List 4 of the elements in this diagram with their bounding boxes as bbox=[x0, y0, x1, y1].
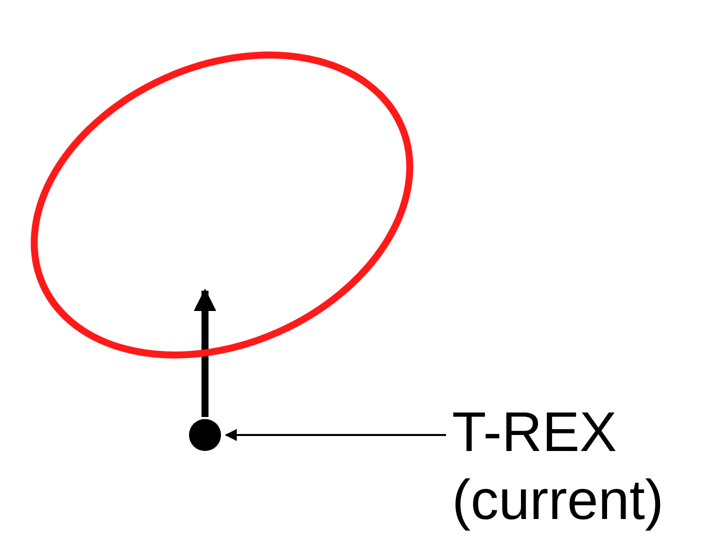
arrow bbox=[194, 288, 216, 417]
dot-marker bbox=[188, 418, 222, 452]
text-label: T-REX (current) bbox=[452, 398, 702, 534]
arrow bbox=[224, 429, 446, 441]
